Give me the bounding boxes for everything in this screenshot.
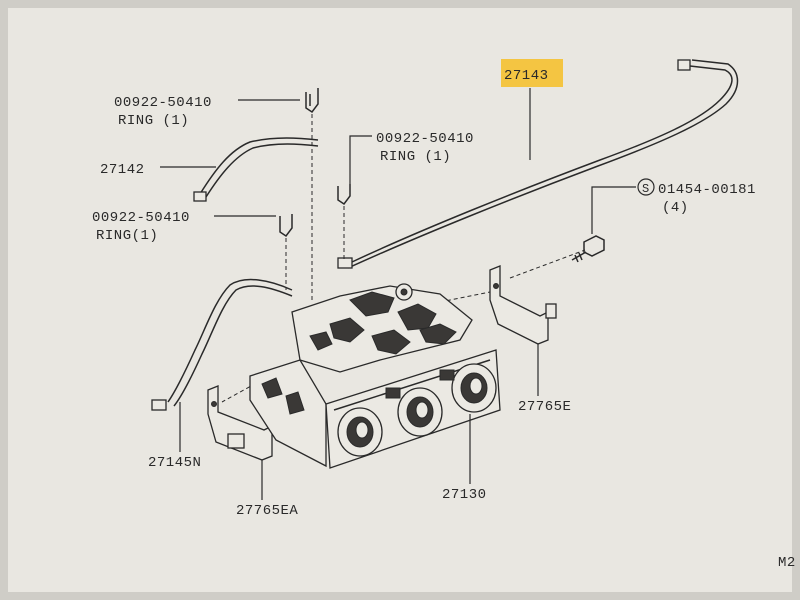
panel-button	[439, 369, 455, 381]
cable-end-fitting	[151, 399, 167, 411]
label-ring-left-part: 00922-50410	[92, 210, 190, 226]
label-27765e: 27765E	[518, 399, 571, 415]
cable-27142	[193, 137, 319, 202]
leader-ring-mid	[349, 135, 372, 184]
label-screw-qty: (4)	[662, 200, 689, 216]
label-ring-mid-part: 00922-50410	[376, 131, 474, 147]
label-27130: 27130	[442, 487, 487, 503]
label-27765ea: 27765EA	[236, 503, 298, 519]
highlight-27143	[501, 59, 563, 87]
cable-end-fitting	[337, 257, 353, 269]
screw-symbol-circle	[637, 178, 655, 196]
knob-left	[337, 407, 383, 457]
label-screw-part: 01454-00181	[658, 182, 756, 198]
label-27142: 27142	[100, 162, 145, 178]
page-ref: M2	[778, 555, 796, 571]
ring-clip-top	[305, 88, 319, 114]
label-ring-top-part: 00922-50410	[114, 95, 212, 111]
bracket-27765ea	[207, 385, 273, 461]
cable-27145n	[151, 278, 293, 411]
cable-end-fitting	[193, 191, 207, 202]
knob-center	[397, 387, 443, 437]
leader-screw	[591, 186, 636, 234]
label-ring-left-desc: RING(1)	[96, 228, 158, 244]
label-ring-mid-desc: RING (1)	[380, 149, 451, 165]
panel-button	[385, 387, 401, 399]
screw	[571, 235, 605, 263]
control-unit-27130	[249, 283, 501, 469]
bracket-27765e	[489, 265, 557, 345]
ring-clip-left	[279, 214, 293, 238]
label-27145n: 27145N	[148, 455, 201, 471]
knob-right	[451, 363, 497, 413]
label-27143: 27143	[504, 68, 549, 84]
label-screw-symbol: S	[642, 182, 650, 196]
mechanism-top	[291, 285, 473, 373]
assembly-line	[509, 249, 586, 279]
ring-clip-mid	[337, 184, 351, 206]
cable-27143	[337, 59, 739, 269]
cable-end-fitting	[677, 59, 691, 71]
label-ring-top-desc: RING (1)	[118, 113, 189, 129]
